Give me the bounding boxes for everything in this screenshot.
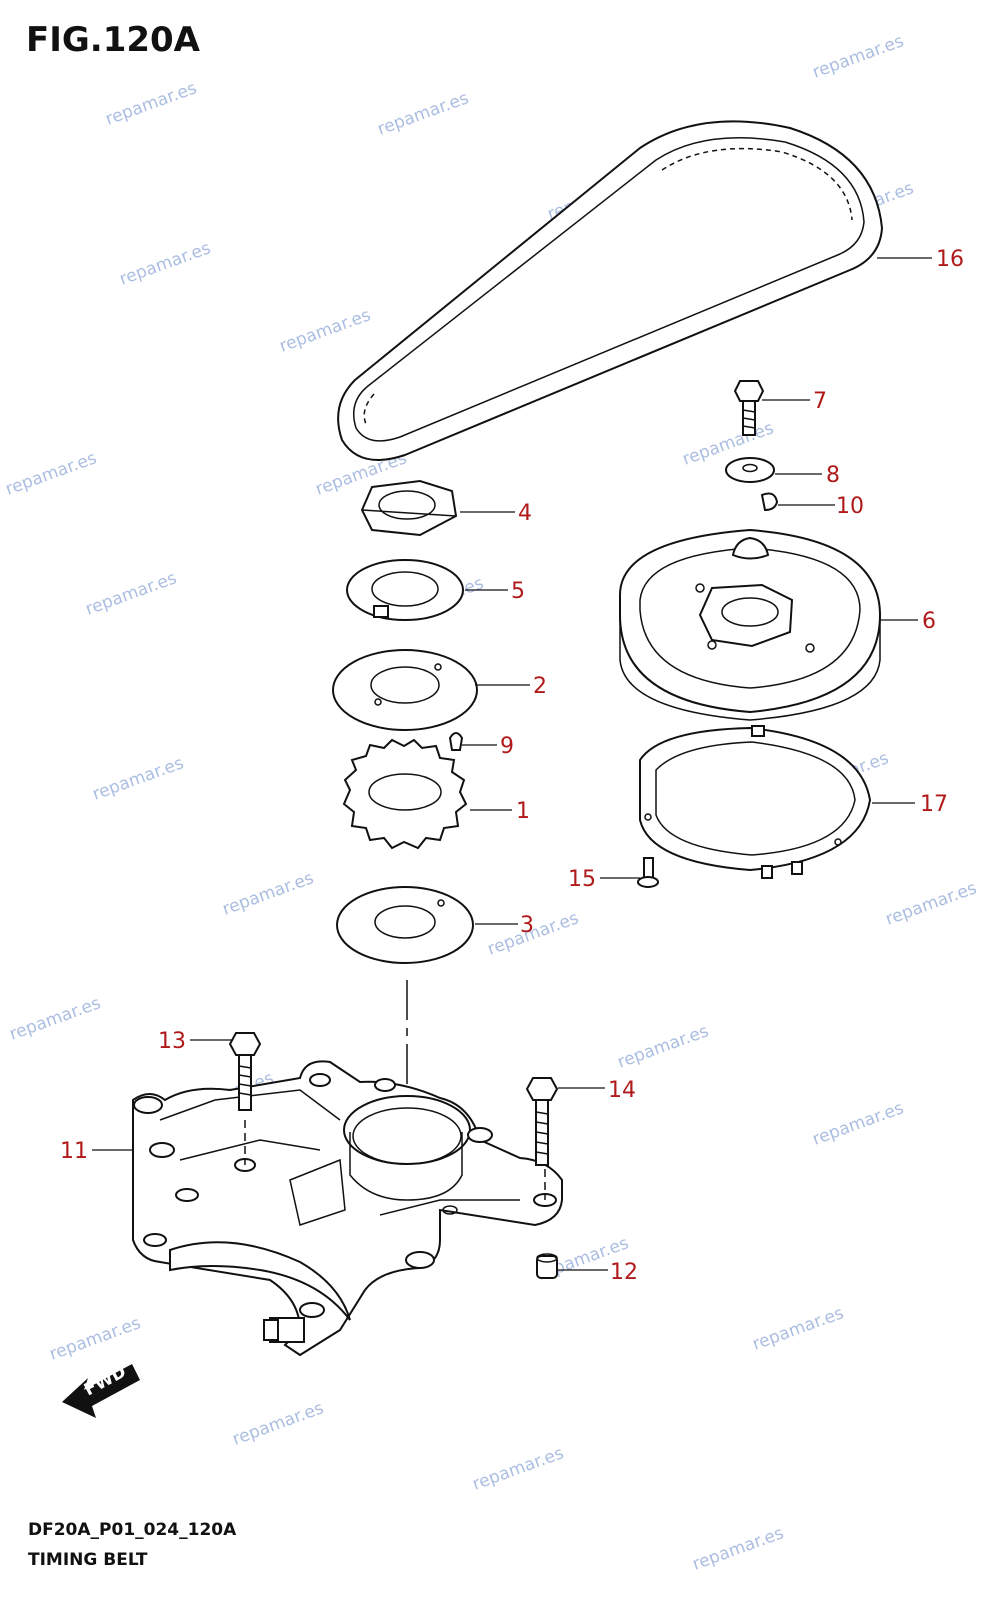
watermark-text: repamar.es xyxy=(83,568,180,619)
timing-belt xyxy=(337,120,884,461)
callout-5: 5 xyxy=(511,579,525,604)
callout-17: 17 xyxy=(920,792,948,817)
pulley-bolt xyxy=(733,380,765,436)
callout-13: 13 xyxy=(158,1029,186,1054)
callout-9: 9 xyxy=(500,734,514,759)
callout-14: 14 xyxy=(608,1078,636,1103)
callout-3: 3 xyxy=(520,913,534,938)
callout-2: 2 xyxy=(533,674,547,699)
watermark-text: repamar.es xyxy=(220,868,317,919)
leader-lines xyxy=(92,257,932,1271)
watermark-text: repamar.es xyxy=(810,1098,907,1149)
pulley-guide-ring xyxy=(639,725,872,879)
belt-housing xyxy=(132,1060,563,1357)
hex-nut xyxy=(360,479,458,537)
section-name: TIMING BELT xyxy=(28,1550,148,1570)
key xyxy=(448,732,464,751)
callout-15: 15 xyxy=(568,867,596,892)
watermark-text: repamar.es xyxy=(103,78,200,129)
lower-plate xyxy=(336,886,474,964)
figure-title: FIG.120A xyxy=(26,20,200,60)
fwd-arrow-icon: FWD xyxy=(62,1362,140,1418)
watermark-text: repamar.es xyxy=(117,238,214,289)
watermark-text: repamar.es xyxy=(7,993,104,1044)
woodruff-key xyxy=(760,492,779,512)
watermark-text: repamar.es xyxy=(750,1303,847,1354)
drawing-code: DF20A_P01_024_120A xyxy=(28,1520,237,1540)
callout-16: 16 xyxy=(936,247,964,272)
watermark-text: repamar.es xyxy=(810,31,907,82)
watermark-text: repamar.es xyxy=(883,878,980,929)
crank-timing-pulley xyxy=(342,738,468,850)
callout-labels: 1 2 3 4 5 6 7 8 9 10 11 12 13 14 15 16 1… xyxy=(60,247,964,1285)
watermark-text: repamar.es xyxy=(3,448,100,499)
lock-washer xyxy=(346,559,464,621)
watermark-text: repamar.es xyxy=(375,88,472,139)
housing-bolt-right xyxy=(525,1077,559,1166)
callout-11: 11 xyxy=(60,1139,88,1164)
crank-plate xyxy=(332,649,478,731)
cam-timing-pulley xyxy=(619,528,882,721)
callout-6: 6 xyxy=(922,609,936,634)
watermark-text: repamar.es xyxy=(230,1398,327,1449)
watermark-text: repamar.es xyxy=(47,1313,144,1364)
callout-7: 7 xyxy=(813,389,827,414)
dowel-pin xyxy=(536,1253,558,1279)
watermark-text: repamar.es xyxy=(615,1021,712,1072)
callout-1: 1 xyxy=(516,799,530,824)
ring-screw xyxy=(637,857,659,888)
watermark-text: repamar.es xyxy=(90,753,187,804)
callout-10: 10 xyxy=(836,494,864,519)
watermark-text: repamar.es xyxy=(470,1443,567,1494)
watermark-text: repamar.es xyxy=(277,305,374,356)
watermark-text: repamar.es xyxy=(690,1523,787,1574)
callout-12: 12 xyxy=(610,1260,638,1285)
housing-bolt-left xyxy=(228,1032,262,1111)
callout-4: 4 xyxy=(518,501,532,526)
washer xyxy=(725,457,775,483)
callout-8: 8 xyxy=(826,463,840,488)
